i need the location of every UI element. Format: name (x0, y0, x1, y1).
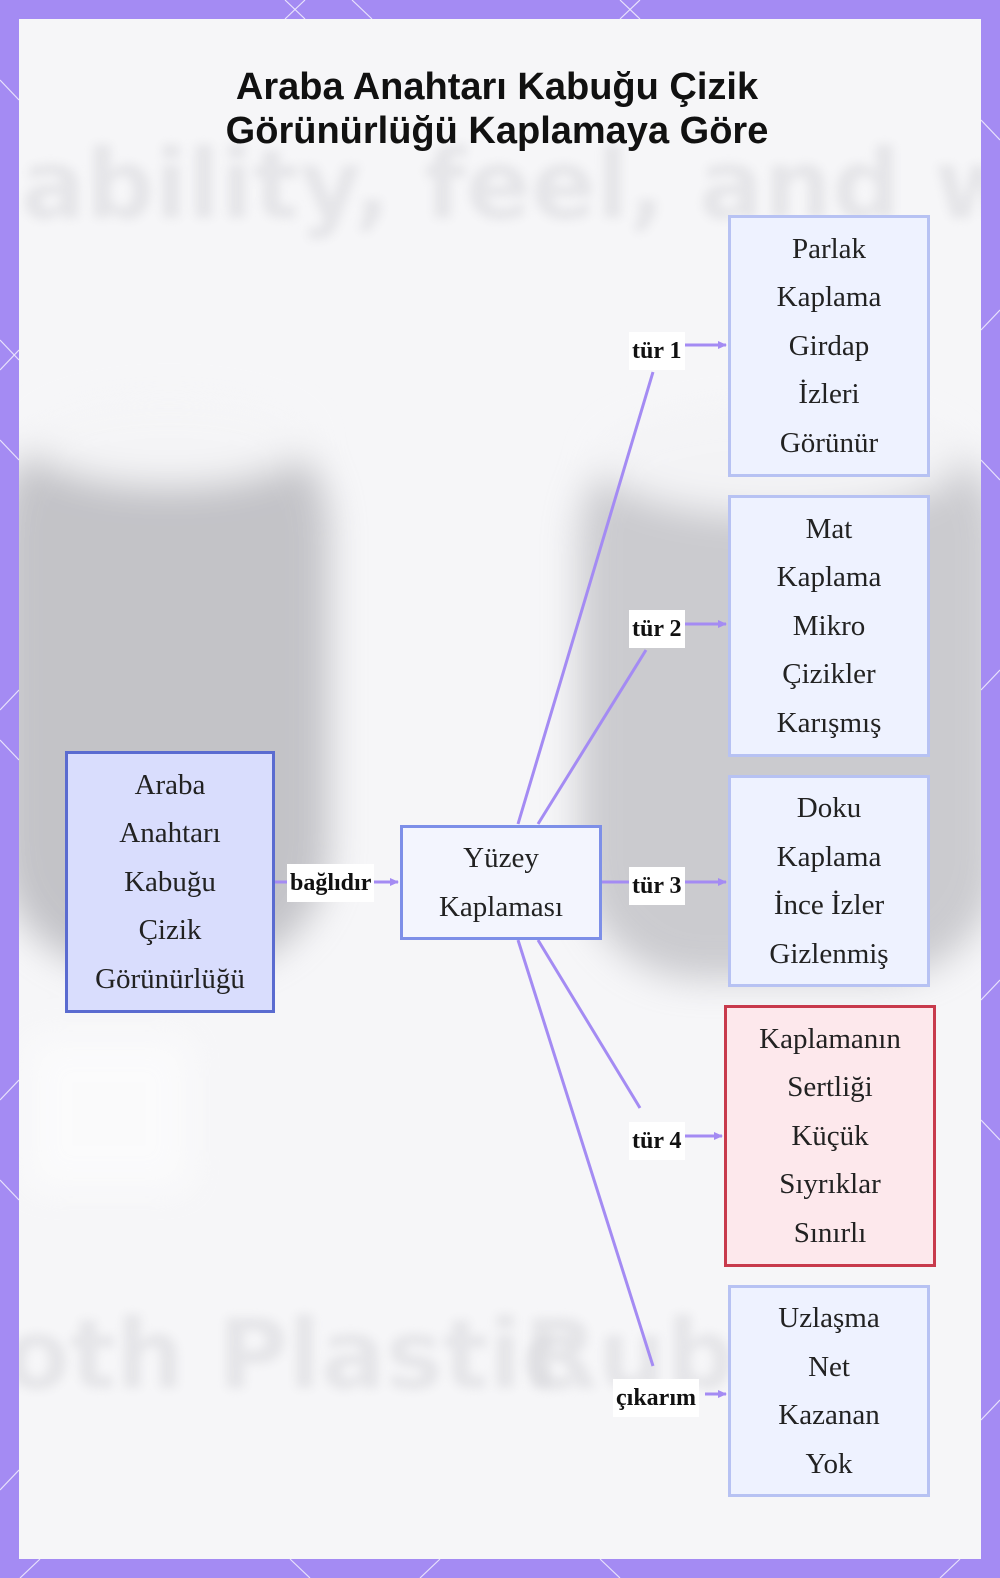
edge-label-type-1: tür 1 (629, 332, 685, 370)
edge-label-type-3: tür 3 (629, 867, 685, 905)
edge-label-type-2: tür 2 (629, 610, 685, 648)
node-texture-finish: Doku Kaplama İnce İzler Gizlenmiş (728, 775, 930, 987)
node-glossy-finish: Parlak Kaplama Girdap İzleri Görünür (728, 215, 930, 477)
node-text-line: Küçük (791, 1119, 869, 1152)
node-conclusion: Uzlaşma Net Kazanan Yok (728, 1285, 930, 1497)
node-text-line: Çizik (138, 914, 202, 947)
node-text-line: Kazanan (778, 1399, 880, 1431)
node-text-line: Kaplama (776, 840, 882, 873)
node-text-line: Yok (805, 1447, 853, 1480)
title-line-1: Araba Anahtarı Kabuğu Çizik (235, 66, 759, 108)
node-text-line: Çizikler (782, 658, 876, 691)
edge-label-type-4: tür 4 (629, 1122, 685, 1160)
node-text-line: Uzlaşma (778, 1302, 880, 1334)
node-root-key-shell-scratch: Araba Anahtarı Kabuğu Çizik Görünürlüğü (65, 751, 275, 1013)
node-text-line: Gizlenmiş (769, 937, 889, 970)
edge-surface-to-glossy (516, 345, 726, 825)
node-text-line: Karışmış (776, 706, 882, 739)
node-text-line: Kaplama (776, 561, 882, 594)
node-matte-finish: Mat Kaplama Mikro Çizikler Karışmış (728, 495, 930, 757)
edge-surface-to-conclusion (516, 939, 726, 1394)
edge-label-conclusion: çıkarım (613, 1379, 699, 1417)
background-caption-left: oth Plastic (19, 1299, 579, 1411)
edge-label-connects: bağlıdır (287, 864, 375, 902)
node-surface-finish: Yüzey Kaplaması (400, 825, 602, 940)
node-text-line: Sınırlı (793, 1216, 867, 1249)
node-text-line: Net (808, 1350, 850, 1383)
edge-surface-to-hardness (536, 939, 722, 1136)
diagram-title: Araba Anahtarı Kabuğu Çizik Görünürlüğü … (0, 65, 994, 153)
node-text-line: Kaplama (776, 281, 882, 314)
node-text-line: Araba (134, 768, 206, 801)
node-text-line: Yüzey (463, 842, 539, 874)
node-text-line: Kaplaması (438, 890, 563, 923)
node-text-line: İzleri (798, 378, 860, 411)
node-text-line: Anahtarı (119, 817, 221, 850)
node-text-line: Mat (805, 512, 853, 545)
node-coating-hardness: Kaplamanın Sertliği Küçük Sıyrıklar Sını… (724, 1005, 936, 1267)
edge-surface-to-matte (536, 624, 726, 825)
node-text-line: Parlak (791, 232, 867, 265)
title-line-2: Görünürlüğü Kaplamaya Göre (225, 110, 769, 152)
node-text-line: Girdap (788, 329, 870, 362)
node-text-line: Mikro (792, 609, 866, 642)
node-text-line: Doku (796, 792, 862, 824)
node-text-line: Görünürlüğü (95, 962, 245, 995)
node-text-line: Sıyrıklar (779, 1168, 881, 1201)
node-text-line: Sertliği (787, 1071, 873, 1104)
node-text-line: İnce İzler (773, 889, 885, 921)
node-text-line: Kabuğu (124, 865, 216, 898)
node-text-line: Görünür (779, 426, 879, 459)
node-text-line: Kaplamanın (759, 1022, 901, 1055)
